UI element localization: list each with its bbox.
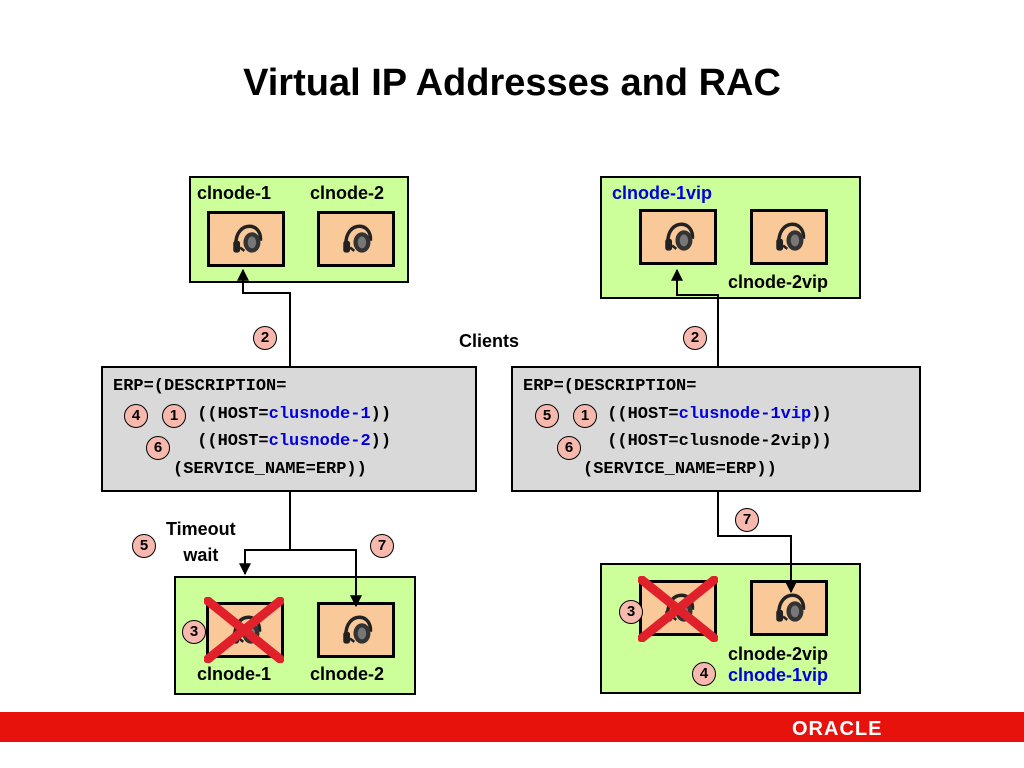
badge-right-top-2: 2 <box>683 326 707 350</box>
left-erp-line2: ((HOST=clusnode-1)) <box>187 405 391 424</box>
badge-left-bottom-3: 3 <box>182 620 206 644</box>
right-bottom-server-2 <box>750 580 828 636</box>
left-erp-line2-pre: ((HOST= <box>187 405 269 424</box>
left-erp-line3: ((HOST=clusnode-2)) <box>187 432 391 451</box>
badge-right-erp-6: 6 <box>557 436 581 460</box>
left-top-server-1 <box>207 211 285 267</box>
headset-icon <box>341 224 373 255</box>
left-erp-line2-post: )) <box>370 405 392 424</box>
badge-right-erp-1: 1 <box>573 404 597 428</box>
left-top-cluster: clnode-1 clnode-2 <box>189 176 409 283</box>
badge-left-7: 7 <box>370 534 394 558</box>
left-top-node2-label: clnode-2 <box>310 183 385 203</box>
left-erp-descriptor: ERP=(DESCRIPTION= ((HOST=clusnode-1)) ((… <box>101 366 477 492</box>
badge-left-erp-4: 4 <box>124 404 148 428</box>
left-erp-host1: clusnode-1 <box>268 405 371 424</box>
left-top-node1-label: clnode-1 <box>197 183 272 203</box>
right-bottom-cluster: clnode-2vip clnode-1vip <box>600 563 861 694</box>
right-top-vip2-label: clnode-2vip <box>728 272 829 292</box>
left-erp-line1: ERP=(DESCRIPTION= <box>113 377 287 396</box>
right-erp-host1: clusnode-1vip <box>678 405 812 424</box>
right-erp-line4: (SERVICE_NAME=ERP)) <box>583 460 777 479</box>
right-top-server-2 <box>750 209 828 265</box>
right-top-server-1 <box>639 209 717 265</box>
left-bottom-node2-label: clnode-2 <box>310 664 385 684</box>
headset-icon <box>231 224 263 255</box>
right-erp-line2: ((HOST=clusnode-1vip)) <box>597 405 832 424</box>
right-erp-line2-pre: ((HOST= <box>597 405 679 424</box>
right-bottom-vip1-label: clnode-1vip <box>728 665 829 685</box>
badge-right-7: 7 <box>735 508 759 532</box>
footer-bar <box>0 712 1024 742</box>
headset-icon <box>663 222 695 253</box>
right-erp-line2-post: )) <box>811 405 832 424</box>
timeout-wait-label: Timeout wait <box>166 519 236 565</box>
left-erp-line3-post: )) <box>370 432 392 451</box>
left-bottom-cluster: clnode-1 clnode-2 <box>174 576 416 695</box>
badge-left-top-2: 2 <box>253 326 277 350</box>
x-mark-icon <box>204 597 284 663</box>
headset-icon <box>341 615 373 646</box>
left-connect-up <box>237 268 291 366</box>
badge-left-erp-1: 1 <box>162 404 186 428</box>
left-top-server-2 <box>317 211 395 267</box>
headset-icon <box>774 222 806 253</box>
x-mark-icon <box>638 576 718 642</box>
left-bottom-server-2 <box>317 602 395 658</box>
left-erp-host2: clusnode-2 <box>268 432 371 451</box>
badge-right-bottom-4: 4 <box>692 662 716 686</box>
right-erp-descriptor: ERP=(DESCRIPTION= ((HOST=clusnode-1vip))… <box>511 366 921 492</box>
right-top-vip1-label: clnode-1vip <box>612 183 713 203</box>
oracle-logo: ORACLE <box>792 718 883 740</box>
page-title: Virtual IP Addresses and RAC <box>243 62 781 104</box>
badge-left-erp-6: 6 <box>146 436 170 460</box>
badge-right-erp-5: 5 <box>535 404 559 428</box>
right-bottom-vip2-label: clnode-2vip <box>728 644 829 664</box>
badge-left-5: 5 <box>132 534 156 558</box>
right-top-cluster: clnode-1vip clnode-2vip <box>600 176 861 299</box>
headset-icon <box>774 593 806 624</box>
badge-right-bottom-3: 3 <box>619 600 643 624</box>
right-erp-line1: ERP=(DESCRIPTION= <box>523 377 697 396</box>
left-erp-line3-pre: ((HOST= <box>187 432 269 451</box>
left-connect-timeout <box>239 492 291 576</box>
left-bottom-node1-label: clnode-1 <box>197 664 272 684</box>
left-erp-line4: (SERVICE_NAME=ERP)) <box>173 460 367 479</box>
right-erp-line3: ((HOST=clusnode-2vip)) <box>597 432 832 451</box>
clients-label: Clients <box>459 331 520 351</box>
